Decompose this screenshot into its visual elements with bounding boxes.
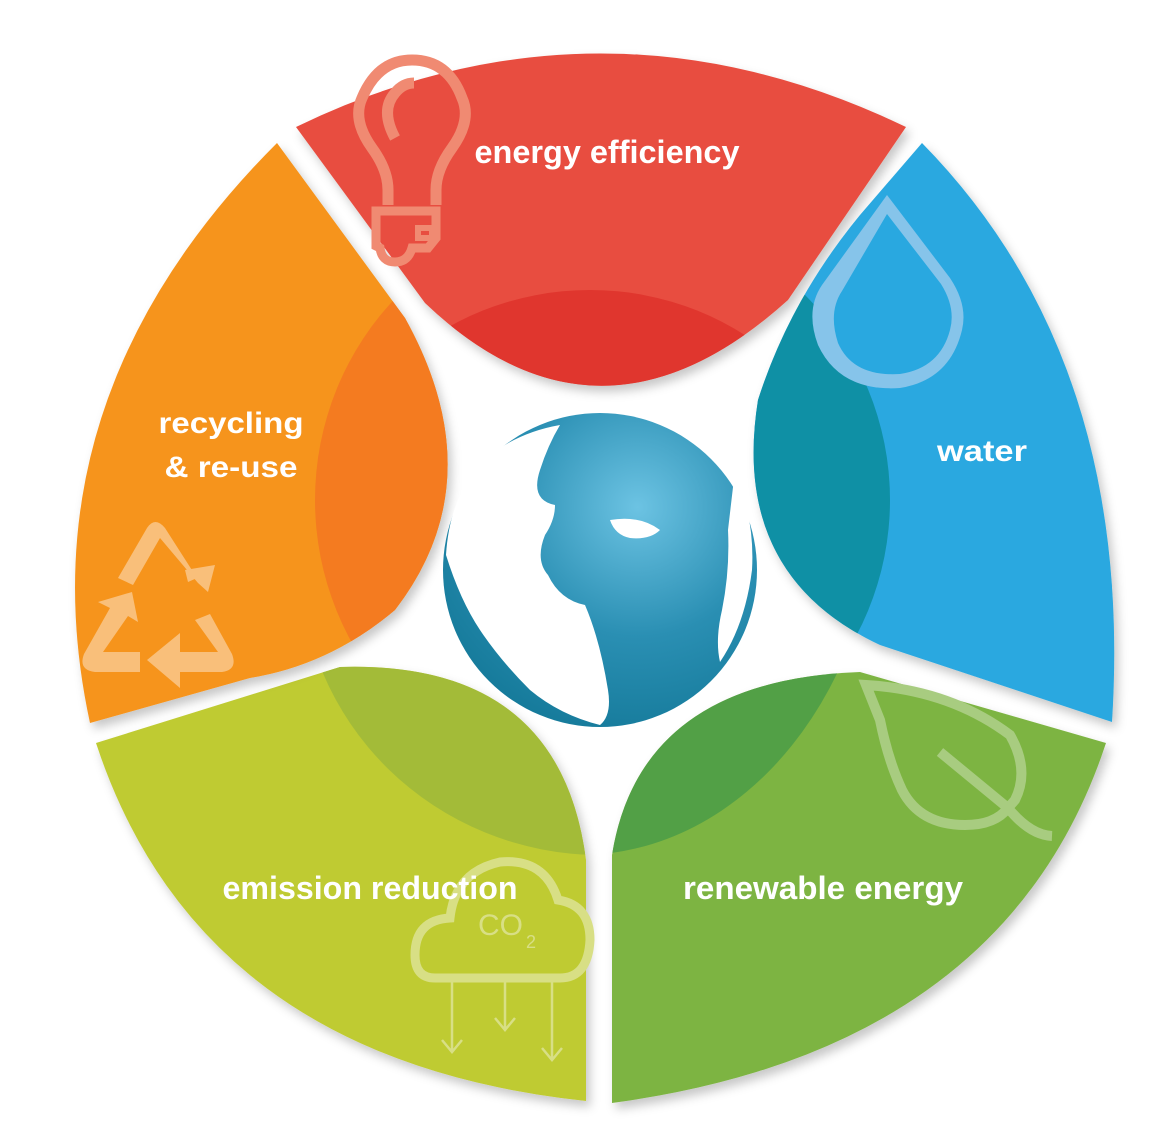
- segment-emission-reduction[interactable]: CO 2 emission reduction: [96, 265, 900, 1101]
- co2-cloud-icon: CO 2: [410, 857, 595, 1062]
- segment-label-line1: recycling: [159, 407, 304, 440]
- segment-water[interactable]: water: [310, 143, 1115, 790]
- segment-label: emission reduction: [223, 870, 518, 906]
- segment-renewable-energy[interactable]: renewable energy: [280, 105, 1106, 1103]
- segment-label-line2: & re-use: [165, 451, 298, 484]
- recycle-icon: [82, 522, 234, 688]
- water-drop-icon: [812, 195, 964, 389]
- light-bulb-icon: [353, 54, 471, 267]
- co2-text: CO: [478, 909, 523, 942]
- segment-energy-efficiency[interactable]: energy efficiency: [296, 53, 906, 831]
- co2-subscript: 2: [526, 932, 536, 952]
- segment-label: energy efficiency: [475, 134, 740, 170]
- segment-label: water: [936, 435, 1028, 468]
- segment-recycling-reuse[interactable]: recycling & re-use: [75, 143, 885, 790]
- segment-inner-overlap: [300, 666, 586, 855]
- globe-icon: [443, 413, 757, 727]
- leaf-icon: [858, 679, 1053, 841]
- segment-label: renewable energy: [683, 870, 963, 906]
- segment-shape: [296, 53, 906, 386]
